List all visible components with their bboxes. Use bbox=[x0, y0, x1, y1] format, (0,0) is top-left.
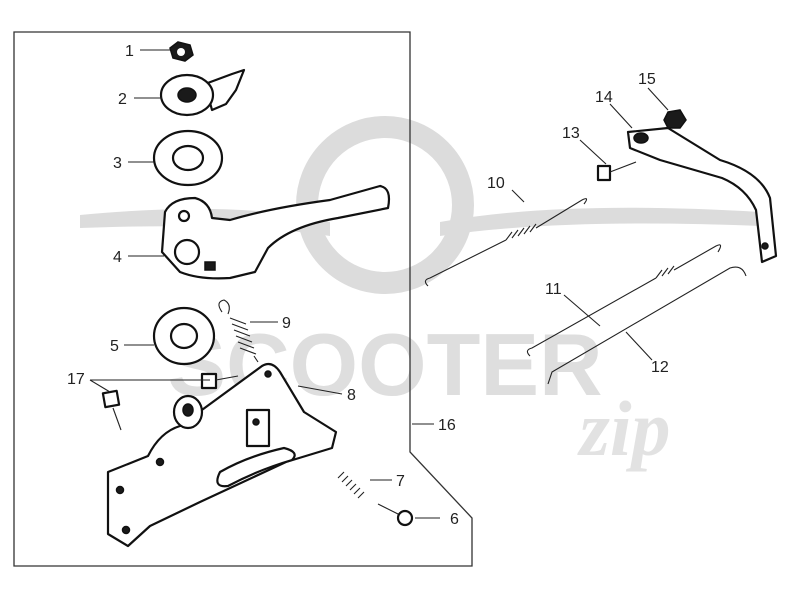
callout-5: 5 bbox=[110, 338, 119, 355]
callout-6: 6 bbox=[450, 511, 459, 528]
part-14-throttle-arm bbox=[626, 126, 778, 264]
callout-3: 3 bbox=[113, 155, 122, 172]
part-15-nut bbox=[663, 109, 687, 129]
callout-16: 16 bbox=[438, 417, 456, 434]
part-17-bolt-b bbox=[200, 372, 239, 390]
callout-15: 15 bbox=[638, 71, 656, 88]
leader-lines bbox=[89, 49, 669, 519]
part-11-spring-rod bbox=[526, 244, 722, 357]
callout-labels: 1 2 3 4 5 6 7 8 9 10 11 12 13 14 15 16 1… bbox=[67, 43, 669, 528]
part-8-base-plate bbox=[106, 362, 338, 548]
part-9-spring bbox=[218, 299, 259, 363]
callout-2: 2 bbox=[118, 91, 127, 108]
callout-4: 4 bbox=[113, 249, 122, 266]
part-3-washer bbox=[152, 129, 224, 187]
callout-8: 8 bbox=[347, 387, 356, 404]
part-5-washer bbox=[152, 306, 216, 366]
part-10-return-spring bbox=[424, 198, 588, 287]
callout-13: 13 bbox=[562, 125, 580, 142]
part-13-bolt bbox=[596, 161, 637, 182]
part-17-bolt-a bbox=[101, 389, 122, 431]
part-2-tab-washer bbox=[159, 68, 246, 117]
part-6-screw bbox=[377, 503, 414, 527]
callout-9: 9 bbox=[282, 315, 291, 332]
callout-11: 11 bbox=[545, 281, 562, 298]
part-12-rod bbox=[547, 266, 747, 385]
callout-10: 10 bbox=[487, 175, 505, 192]
part-7-small-spring bbox=[337, 471, 365, 499]
part-1-nut bbox=[169, 41, 194, 62]
callout-12: 12 bbox=[651, 359, 669, 376]
callout-1: 1 bbox=[125, 43, 134, 60]
callout-14: 14 bbox=[595, 89, 613, 106]
callout-7: 7 bbox=[396, 473, 405, 490]
part-4-control-lever bbox=[160, 184, 391, 280]
assembly-frame bbox=[13, 31, 473, 567]
callout-17: 17 bbox=[67, 371, 85, 388]
watermark-zip: zip bbox=[576, 385, 670, 472]
